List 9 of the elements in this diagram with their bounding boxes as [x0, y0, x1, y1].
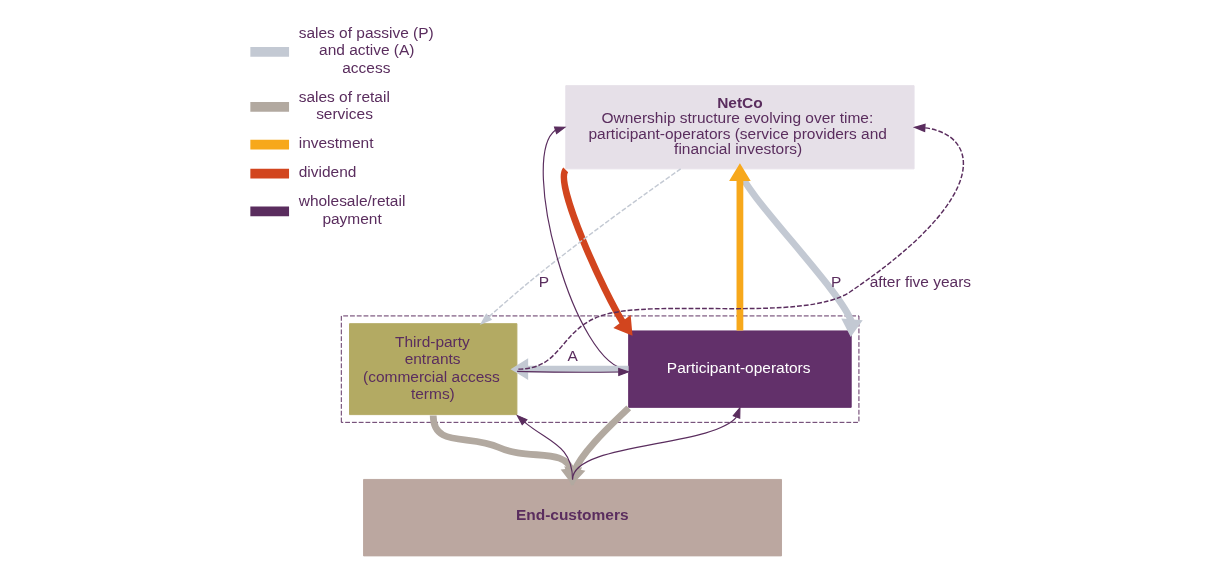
edge-label: A — [567, 347, 578, 365]
edge-label: P — [831, 272, 842, 290]
legend-label: sales of passive (P) and active (A) access — [298, 24, 434, 76]
legend-label: dividend — [298, 163, 357, 181]
legend-label: wholesale/retail payment — [298, 192, 406, 227]
legend-label: investment — [298, 134, 374, 152]
edge-label: after five years — [869, 272, 972, 290]
legend-label: sales of retail services — [298, 87, 390, 123]
edge-label: P — [538, 272, 550, 290]
